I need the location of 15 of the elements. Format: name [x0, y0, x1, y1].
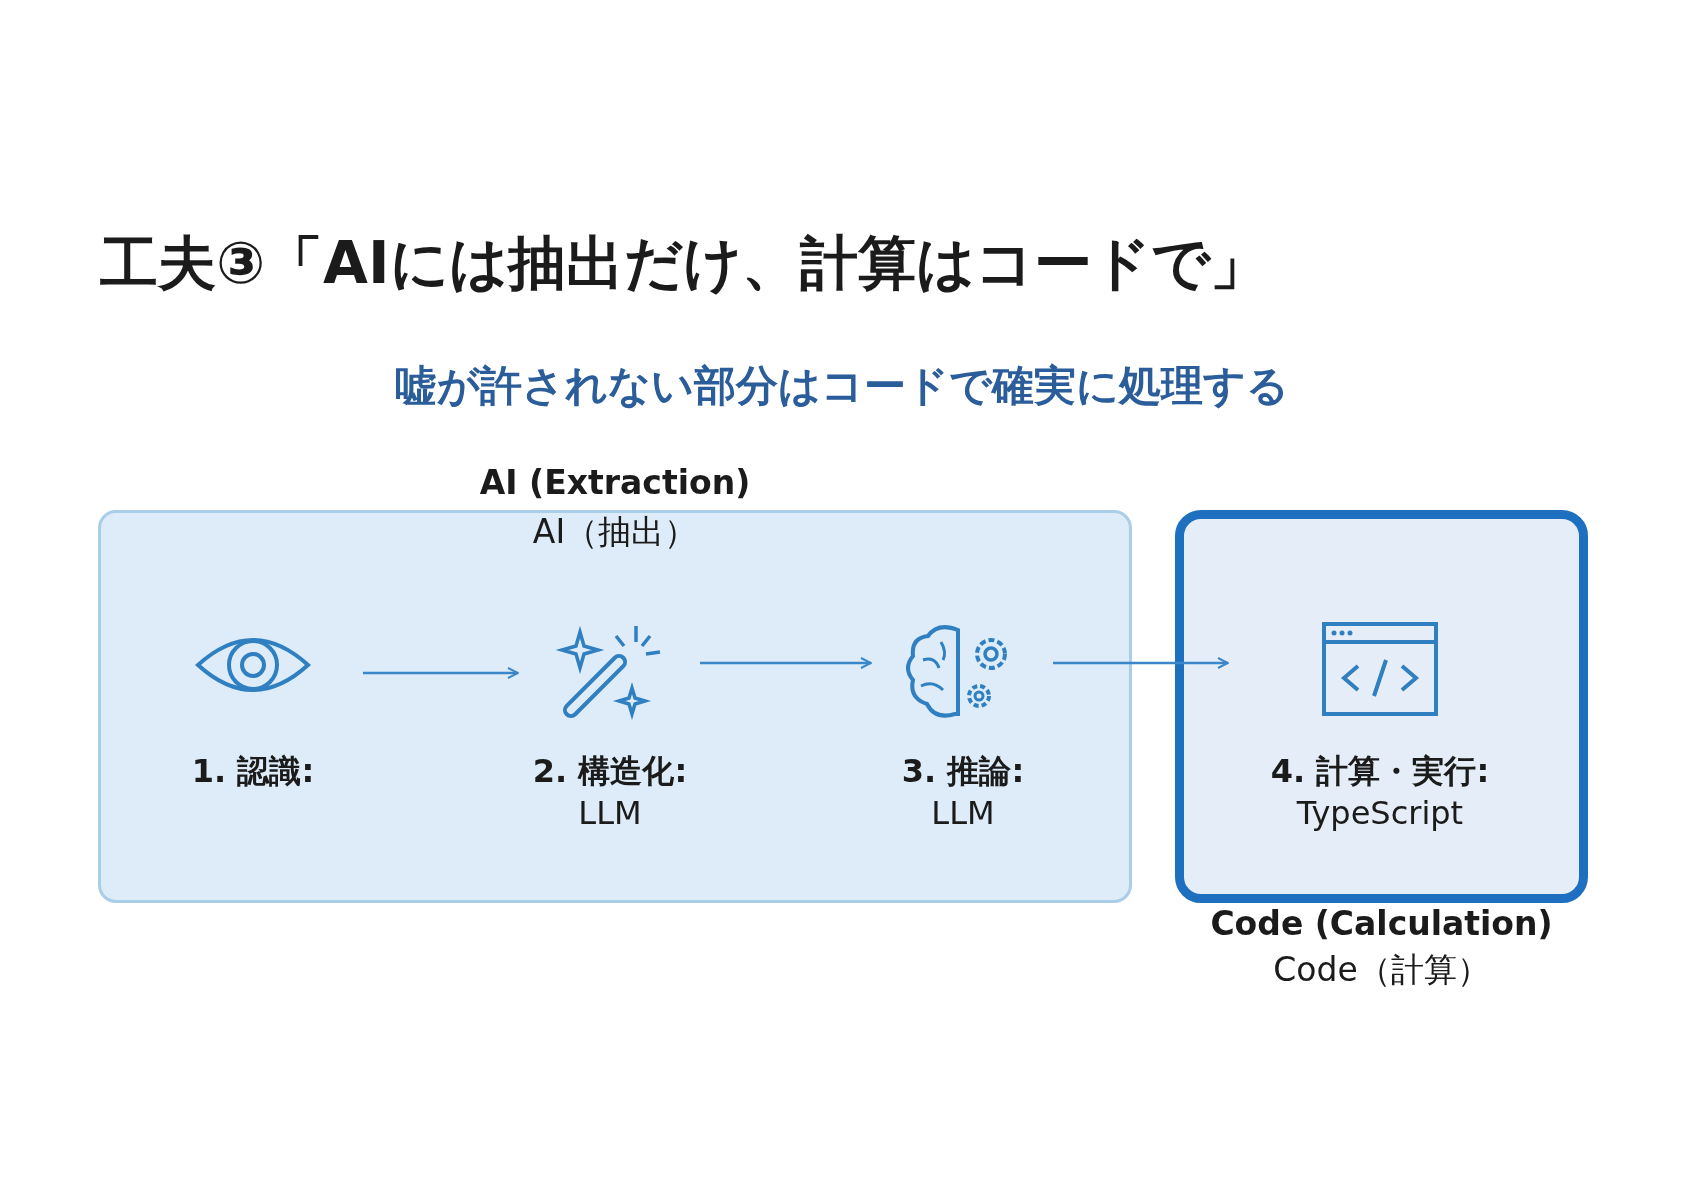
- arrow: [363, 667, 519, 679]
- subtitle: 嘘が許されない部分はコードで確実に処理する: [394, 360, 1290, 412]
- step-title: 4. 計算・実行:: [1270, 752, 1490, 790]
- step-title: 1. 認識:: [191, 752, 315, 790]
- step-tool: LLM: [578, 794, 642, 832]
- arrow: [1053, 657, 1229, 669]
- step-tool: LLM: [931, 794, 995, 832]
- group-subheading: AI（抽出）: [532, 512, 698, 551]
- step-title: 2. 構造化:: [532, 752, 688, 790]
- arrow: [700, 657, 872, 669]
- step-title: 3. 推論:: [901, 752, 1025, 790]
- panel-heading: Code (Calculation): [1210, 904, 1553, 943]
- title: 工夫③「AIには抽出だけ、計算はコードで」: [100, 228, 1268, 299]
- step-tool: TypeScript: [1296, 794, 1464, 832]
- panel-subheading: Code（計算）: [1273, 950, 1490, 989]
